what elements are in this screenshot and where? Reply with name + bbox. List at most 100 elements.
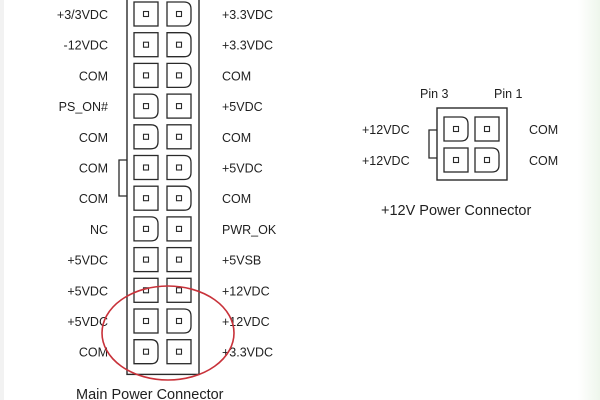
main-right-label-7: COM: [222, 192, 251, 206]
main-left-label-4: PS_ON#: [59, 100, 108, 114]
main-pin-right-11-dot: [175, 317, 183, 325]
main-pin-left-2-dot: [142, 41, 150, 48]
main-pin-right-6-dot: [175, 164, 183, 171]
main-pin-right-12-dot: [175, 348, 183, 355]
main-pin-right-2: [166, 32, 192, 58]
main-left-label-8: NC: [90, 223, 108, 237]
aux-left-label-2: +12VDC: [362, 154, 410, 168]
main-latch: [118, 159, 127, 197]
aux-right-label-1: COM: [529, 123, 558, 137]
main-left-label-6: COM: [79, 162, 108, 176]
main-right-label-6: +5VDC: [222, 162, 263, 176]
main-pin-left-1: [133, 1, 159, 27]
pin3-label: Pin 3: [420, 87, 449, 101]
main-connector-caption: Main Power Connector: [76, 387, 224, 400]
main-pin-right-1-dot: [175, 10, 183, 18]
main-left-label-2: -12VDC: [64, 39, 108, 53]
main-left-label-5: COM: [79, 131, 108, 145]
aux-latch: [428, 129, 437, 159]
main-right-label-12: +3.3VDC: [222, 346, 273, 360]
main-left-label-1: +3/3VDC: [57, 8, 108, 22]
aux-pin-left-2-dot: [452, 156, 460, 164]
main-pin-right-3-dot: [175, 72, 183, 79]
main-pin-left-2: [133, 32, 159, 58]
main-right-label-1: +3.3VDC: [222, 8, 273, 22]
main-pin-left-4: [133, 93, 159, 119]
main-left-label-10: +5VDC: [67, 284, 108, 298]
main-pin-right-5: [166, 124, 192, 150]
main-pin-right-12: [166, 339, 192, 365]
main-pin-left-5-dot: [142, 133, 150, 140]
main-pin-left-9: [133, 246, 159, 273]
aux-left-label-1: +12VDC: [362, 123, 410, 137]
main-pin-right-4: [166, 93, 192, 119]
main-pin-right-9: [166, 246, 192, 273]
left-edge-strip: [0, 0, 4, 400]
main-right-label-10: +12VDC: [222, 284, 270, 298]
main-pin-right-9-shape: [166, 246, 192, 273]
aux-pin-right-1-dot: [483, 125, 491, 133]
aux-pin-right-1: [474, 116, 500, 142]
main-right-labels: +3.3VDC +3.3VDC COM +5VDC COM +5VDC COM PWR_OK +…: [222, 8, 277, 360]
main-right-label-4: +5VDC: [222, 100, 263, 114]
main-pin-left-7: [133, 185, 159, 211]
main-pin-left-9-dot: [142, 256, 150, 263]
aux-connector-pins: [443, 116, 500, 173]
aux-pin-left-2: [443, 147, 469, 173]
main-pin-left-5: [133, 124, 159, 150]
main-pin-left-4-dot: [142, 103, 150, 110]
right-edge-strip: [578, 0, 600, 400]
main-pin-right-4-dot: [175, 103, 183, 110]
main-connector-pins: [133, 1, 192, 365]
main-right-label-9: +5VSB: [222, 254, 261, 268]
main-left-label-7: COM: [79, 192, 108, 206]
main-pin-left-8-dot: [142, 225, 150, 232]
main-pin-right-3: [166, 62, 192, 89]
main-right-label-8: PWR_OK: [222, 223, 277, 237]
main-right-label-5: COM: [222, 131, 251, 145]
main-pin-right-1: [166, 1, 192, 27]
main-pin-left-6-dot: [142, 164, 150, 171]
main-pin-right-10: [166, 277, 192, 303]
main-pin-right-7: [166, 185, 192, 211]
main-left-label-11: +5VDC: [67, 315, 108, 329]
main-pin-left-11: [133, 308, 159, 334]
main-pin-left-1-dot: [142, 10, 150, 18]
highlight-circle: [101, 285, 235, 381]
main-pin-left-7-shape: [133, 185, 159, 211]
main-left-label-3: COM: [79, 69, 108, 83]
aux-pin-right-2: [474, 147, 500, 173]
main-pin-left-8: [133, 216, 159, 242]
pin1-label: Pin 1: [494, 87, 523, 101]
main-pin-right-10-dot: [175, 287, 183, 294]
main-pin-left-12: [133, 339, 159, 365]
main-pin-right-8: [166, 216, 192, 242]
main-pin-left-11-dot: [142, 317, 150, 325]
main-left-label-12: COM: [79, 346, 108, 360]
aux-pin-left-1-dot: [452, 125, 460, 133]
main-left-label-9: +5VDC: [67, 254, 108, 268]
aux-right-label-2: COM: [529, 154, 558, 168]
main-right-label-3: COM: [222, 69, 251, 83]
aux-pin-left-1: [443, 116, 469, 142]
main-pin-left-3: [133, 62, 159, 89]
main-pin-left-7-dot: [142, 195, 150, 202]
main-pin-right-8-dot: [175, 225, 183, 232]
main-pin-left-6: [133, 154, 159, 181]
aux-pin-right-2-dot: [483, 156, 491, 164]
main-power-connector: +3/3VDC -12VDC COM PS_ON# COM COM COM NC +5VDC +5…: [57, 0, 277, 400]
aux-connector-caption: +12V Power Connector: [381, 203, 531, 219]
main-pin-right-5-dot: [175, 133, 183, 140]
main-pin-right-6: [166, 154, 192, 181]
main-pin-right-2-dot: [175, 41, 183, 48]
main-pin-left-3-dot: [142, 72, 150, 79]
aux-power-connector: Pin 3 Pin 1 +12VDC +12VDC COM COM +12V P…: [362, 87, 558, 219]
main-right-label-11: +12VDC: [222, 315, 270, 329]
main-pin-right-9-dot: [175, 256, 183, 263]
main-left-labels: +3/3VDC -12VDC COM PS_ON# COM COM COM NC +5VDC +5…: [57, 8, 108, 360]
main-pin-right-7-dot: [175, 195, 183, 202]
main-right-label-2: +3.3VDC: [222, 39, 273, 53]
main-pin-left-12-dot: [142, 348, 150, 355]
main-pin-right-11: [166, 308, 192, 334]
